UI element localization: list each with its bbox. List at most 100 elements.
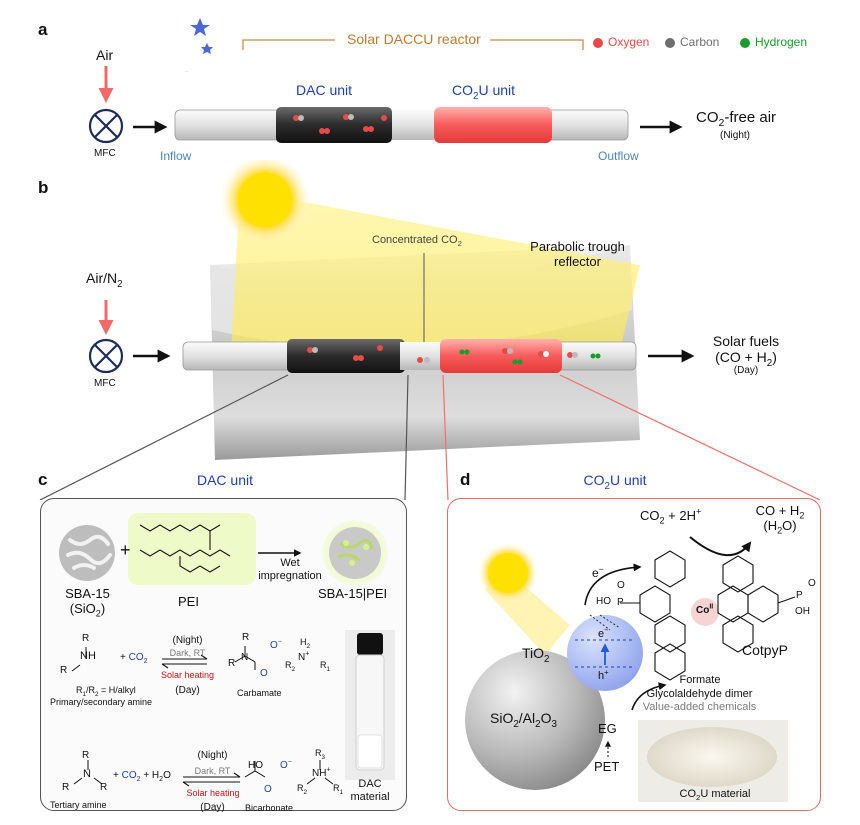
equilibrium-arrows-1	[161, 654, 208, 669]
sba15-pei-particle-icon	[322, 520, 388, 586]
oh-label-right: OH	[795, 606, 810, 617]
cotpyp-catalyst-structure	[620, 550, 796, 681]
tube-connector-b	[400, 342, 446, 370]
output-co2-free-air: CO2-free air	[696, 109, 777, 129]
bicarbonate-ho: HO	[248, 760, 263, 771]
air-n2-label: Air/N2	[86, 270, 123, 290]
o-label-left: O	[617, 580, 625, 591]
legend-oxygen-dot	[593, 38, 603, 48]
solar-heating-label-2: Solar heating	[186, 788, 240, 798]
sunlight-beam	[230, 190, 640, 370]
co2u-unit-title: CO2U unit	[583, 472, 647, 492]
outflow-tube	[539, 109, 629, 141]
dark-rt-label-2: Dark, RT	[194, 766, 231, 776]
molecules-b	[307, 345, 601, 365]
night-label-1: (Night)	[172, 635, 203, 646]
ammonium-4: R1	[320, 660, 331, 673]
o-label-right: O	[808, 578, 816, 589]
eg-label: EG	[598, 721, 617, 736]
sba15-label: SBA-15 (SiO2)	[65, 586, 110, 619]
bicarb-r1: R1	[333, 783, 344, 796]
carbamate-n: N	[241, 652, 249, 663]
primary-secondary-amine-label: Primary/secondary amine	[50, 697, 153, 707]
reactor-title: Solar DACCU reactor	[347, 31, 481, 47]
co2u-tube-segment-b	[440, 339, 562, 373]
co2-molecules	[293, 114, 387, 134]
mfc-valve-icon-b	[88, 338, 124, 374]
concentrated-co2-label: Concentrated CO2	[372, 234, 462, 249]
support-label: SiO2/Al2O3	[490, 710, 557, 730]
sba15-particle-icon	[59, 525, 115, 581]
electron-label-tio2: e−	[598, 625, 609, 640]
dac-tube-segment	[276, 107, 392, 143]
tube-connector	[392, 110, 434, 140]
bicarb-r3: R3	[315, 748, 326, 761]
sba15-pei-label: SBA-15|PEI	[318, 586, 388, 601]
pei-label: PEI	[178, 594, 199, 609]
co2u-powder	[647, 727, 777, 787]
pet-label: PET	[594, 759, 620, 774]
anchor-bonds	[589, 614, 621, 631]
panel-c-label: c	[38, 470, 48, 489]
legend-hydrogen-dot	[740, 38, 750, 48]
legend-carbon-dot	[665, 38, 675, 48]
co2u-material-label: CO2U material	[679, 788, 751, 803]
dac-unit-title: DAC unit	[196, 472, 254, 488]
amine-bonds	[71, 646, 334, 785]
reactor-bracket	[242, 39, 584, 50]
co-h2-product: CO + H2 (H2O)	[755, 503, 805, 536]
star-icon	[201, 43, 213, 54]
moon-icon	[160, 28, 205, 72]
co2-reduction-arrow	[689, 536, 752, 557]
bicarb-r2: R2	[297, 783, 308, 796]
tio2-label: TiO2	[522, 645, 550, 665]
amine1-r2: R	[60, 665, 68, 676]
carbamate-r1: R	[242, 632, 250, 643]
tertiary-n: N	[83, 768, 91, 780]
solar-heating-label-1: Solar heating	[160, 670, 215, 680]
mfc-label: MFC	[94, 148, 116, 159]
bicarb-nh: NH+	[312, 766, 331, 779]
dark-rt-label-1: Dark, RT	[169, 648, 206, 658]
r1r2-definition: R1/R2 = H/alkyl	[76, 685, 136, 698]
legend-oxygen-label: Oxygen	[608, 35, 650, 49]
carbamate-label: Carbamate	[237, 688, 282, 698]
cotpyp-label: CotpyP	[742, 642, 788, 658]
star-icon	[190, 18, 210, 36]
panel-d-graphics	[465, 536, 796, 802]
output-night-label: (Night)	[720, 130, 751, 141]
carbamate-o: O−	[270, 638, 282, 651]
plus-sign: +	[120, 540, 131, 560]
glycolaldehyde-label: Glycolaldehyde dimer	[646, 688, 753, 700]
value-added-label: Value-added chemicals	[642, 701, 757, 713]
solar-fuels-label: Solar fuels (CO + H2) (Day)	[712, 333, 780, 377]
panel-b-graphics	[88, 160, 695, 460]
tertiary-r1: R	[82, 750, 90, 761]
tertiary-r2: R	[62, 782, 70, 793]
hole-label: h+	[598, 667, 609, 682]
legend-carbon-label: Carbon	[680, 35, 720, 49]
electron-label-top: e−	[592, 564, 604, 580]
ammonium-3: R2	[285, 660, 296, 673]
panel-c-graphics	[59, 513, 395, 787]
panel-b-label: b	[38, 178, 49, 197]
night-label-2: (Night)	[197, 750, 228, 761]
bicarbonate-o: O−	[280, 758, 292, 771]
p-label-right: P	[796, 590, 803, 601]
equilibrium-arrows-2	[182, 772, 241, 787]
legend-hydrogen-label: Hydrogen	[755, 35, 808, 49]
zoom-lines	[39, 374, 821, 500]
co2-2h-reactant: CO2 + 2H+	[640, 506, 702, 526]
tertiary-r3: R	[100, 782, 108, 793]
electron-transfer-arrow	[584, 563, 642, 606]
mfc-label-b: MFC	[94, 378, 116, 389]
tertiary-amine-label: Tertiary amine	[50, 800, 107, 810]
sun-core	[238, 173, 292, 227]
plus-co2-h2o: + CO2 + H2O	[113, 770, 171, 783]
co-center-label: CoII	[696, 603, 714, 616]
ho-p-label: HO	[596, 596, 611, 607]
day-label-1: (Day)	[175, 685, 200, 696]
dac-material-vial	[345, 630, 395, 780]
